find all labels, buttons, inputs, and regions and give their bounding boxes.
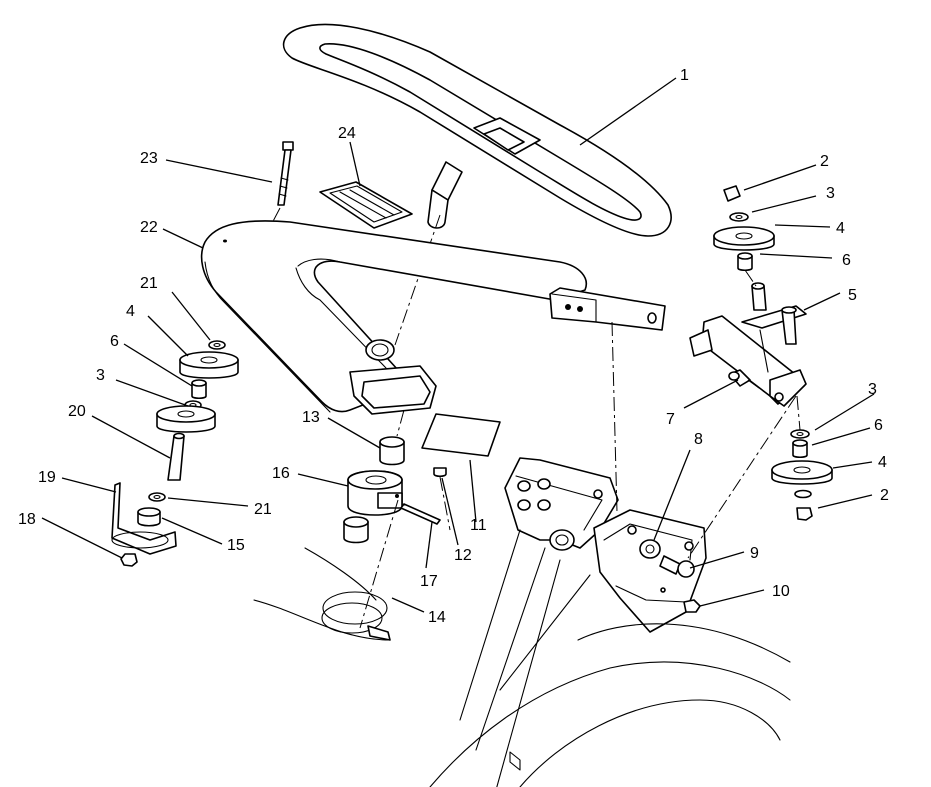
callout-8: 8 [694, 431, 703, 448]
screw-12 [433, 467, 447, 478]
callout-6-lower: 6 [874, 417, 883, 434]
bushing-6-upper [737, 255, 753, 272]
shaft-center-line [394, 214, 441, 346]
nut-18 [120, 553, 138, 567]
callout-21-upper: 21 [140, 275, 158, 292]
callout-2-lower: 2 [880, 487, 889, 504]
callout-labels: 1 2 3 4 6 5 3 6 4 2 7 8 9 10 11 12 13 14… [18, 67, 889, 626]
right-upper-stack [713, 185, 775, 311]
callout-21-lower: 21 [254, 501, 272, 518]
callout-9: 9 [750, 545, 759, 562]
nut-10 [683, 599, 701, 613]
callout-24: 24 [338, 125, 356, 142]
bushing-13 [379, 441, 405, 466]
steering-wheel [282, 23, 672, 237]
callout-6-upper: 6 [842, 252, 851, 269]
spacer-20 [167, 435, 185, 481]
callout-4-lower: 4 [878, 454, 887, 471]
plate-11 [421, 413, 501, 457]
washer-lower [794, 489, 812, 499]
right-lower-stack [771, 395, 833, 521]
washer-3-upper [729, 212, 749, 222]
callout-4-left: 4 [126, 303, 135, 320]
long-bolt [257, 141, 294, 251]
center-components [253, 409, 501, 641]
nut-2-upper [723, 185, 741, 202]
callout-15: 15 [227, 537, 245, 554]
callout-17: 17 [420, 573, 438, 590]
leader-lines [41, 77, 875, 613]
callout-11: 11 [470, 517, 487, 534]
callout-3-upper: 3 [826, 185, 835, 202]
callout-6-left: 6 [110, 333, 119, 350]
belt-14 [253, 599, 391, 641]
callout-13: 13 [302, 409, 320, 426]
callout-7: 7 [666, 411, 675, 428]
left-pulley-stack [111, 340, 239, 567]
callout-20: 20 [68, 403, 86, 420]
callout-19: 19 [38, 469, 56, 486]
nut-2-lower [796, 507, 813, 521]
washer-21-upper [208, 340, 226, 350]
washer-3-lower [790, 429, 810, 439]
callout-22: 22 [140, 219, 158, 236]
pin-17 [400, 503, 441, 525]
washer-8 [639, 539, 661, 559]
steering-support [200, 220, 666, 415]
callout-3-left: 3 [96, 367, 105, 384]
cover-plate [319, 181, 413, 229]
callout-14: 14 [428, 609, 446, 626]
tractor-frame [429, 321, 797, 787]
callout-4-upper: 4 [836, 220, 845, 237]
callout-3-lower: 3 [868, 381, 877, 398]
washer-21-lower [148, 492, 166, 502]
bushing-6-left [191, 382, 207, 400]
callout-16: 16 [272, 465, 290, 482]
callout-1: 1 [680, 67, 689, 84]
callout-2-upper: 2 [820, 153, 829, 170]
callout-12: 12 [454, 547, 472, 564]
bolt-9 [659, 555, 681, 575]
callout-5: 5 [848, 287, 857, 304]
callout-23: 23 [140, 150, 158, 167]
bracket-19 [111, 482, 177, 555]
callout-10: 10 [772, 583, 790, 600]
bushing-6-lower [792, 442, 808, 459]
idler-bracket [689, 305, 807, 407]
callout-18: 18 [18, 511, 36, 528]
